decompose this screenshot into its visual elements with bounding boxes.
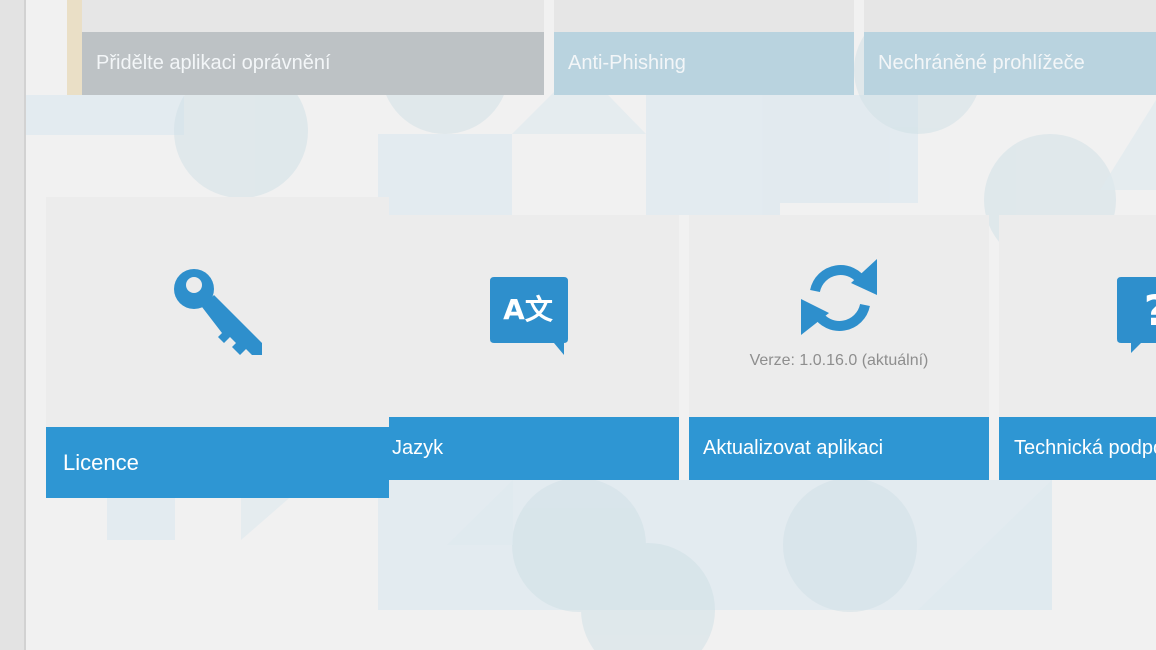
unprotected-browsers-label: Nechráněné prohlížeče bbox=[864, 32, 1156, 95]
key-icon bbox=[172, 267, 262, 357]
licence-tile[interactable]: Licence bbox=[46, 197, 389, 498]
left-edge-rail bbox=[0, 0, 26, 650]
anti-phishing-tile[interactable]: Anti-Phishing bbox=[554, 0, 854, 95]
grant-permissions-tile[interactable]: Přidělte aplikaci oprávnění bbox=[67, 0, 544, 95]
unprotected-browsers-tile[interactable]: Nechráněné prohlížeče bbox=[864, 0, 1156, 95]
tile-accent-stripe bbox=[67, 0, 82, 95]
language-tile[interactable]: A文 Jazyk bbox=[389, 215, 679, 480]
update-app-label: Aktualizovat aplikaci bbox=[689, 417, 989, 480]
translate-icon-glyph: A文 bbox=[503, 293, 553, 326]
translate-icon: A文 bbox=[490, 277, 568, 355]
language-label: Jazyk bbox=[389, 417, 679, 480]
update-app-tile[interactable]: Verze: 1.0.16.0 (aktuální) Aktualizovat … bbox=[689, 215, 989, 480]
technical-support-tile[interactable]: ? Technická podpora bbox=[999, 215, 1156, 480]
licence-label: Licence bbox=[46, 427, 389, 498]
technical-support-label: Technická podpora bbox=[999, 417, 1156, 480]
anti-phishing-label: Anti-Phishing bbox=[554, 32, 854, 95]
help-icon: ? bbox=[1117, 277, 1156, 355]
help-icon-glyph: ? bbox=[1144, 286, 1156, 335]
grant-permissions-label: Přidělte aplikaci oprávnění bbox=[82, 32, 544, 95]
refresh-icon bbox=[799, 257, 881, 339]
version-text: Verze: 1.0.16.0 (aktuální) bbox=[749, 352, 929, 369]
